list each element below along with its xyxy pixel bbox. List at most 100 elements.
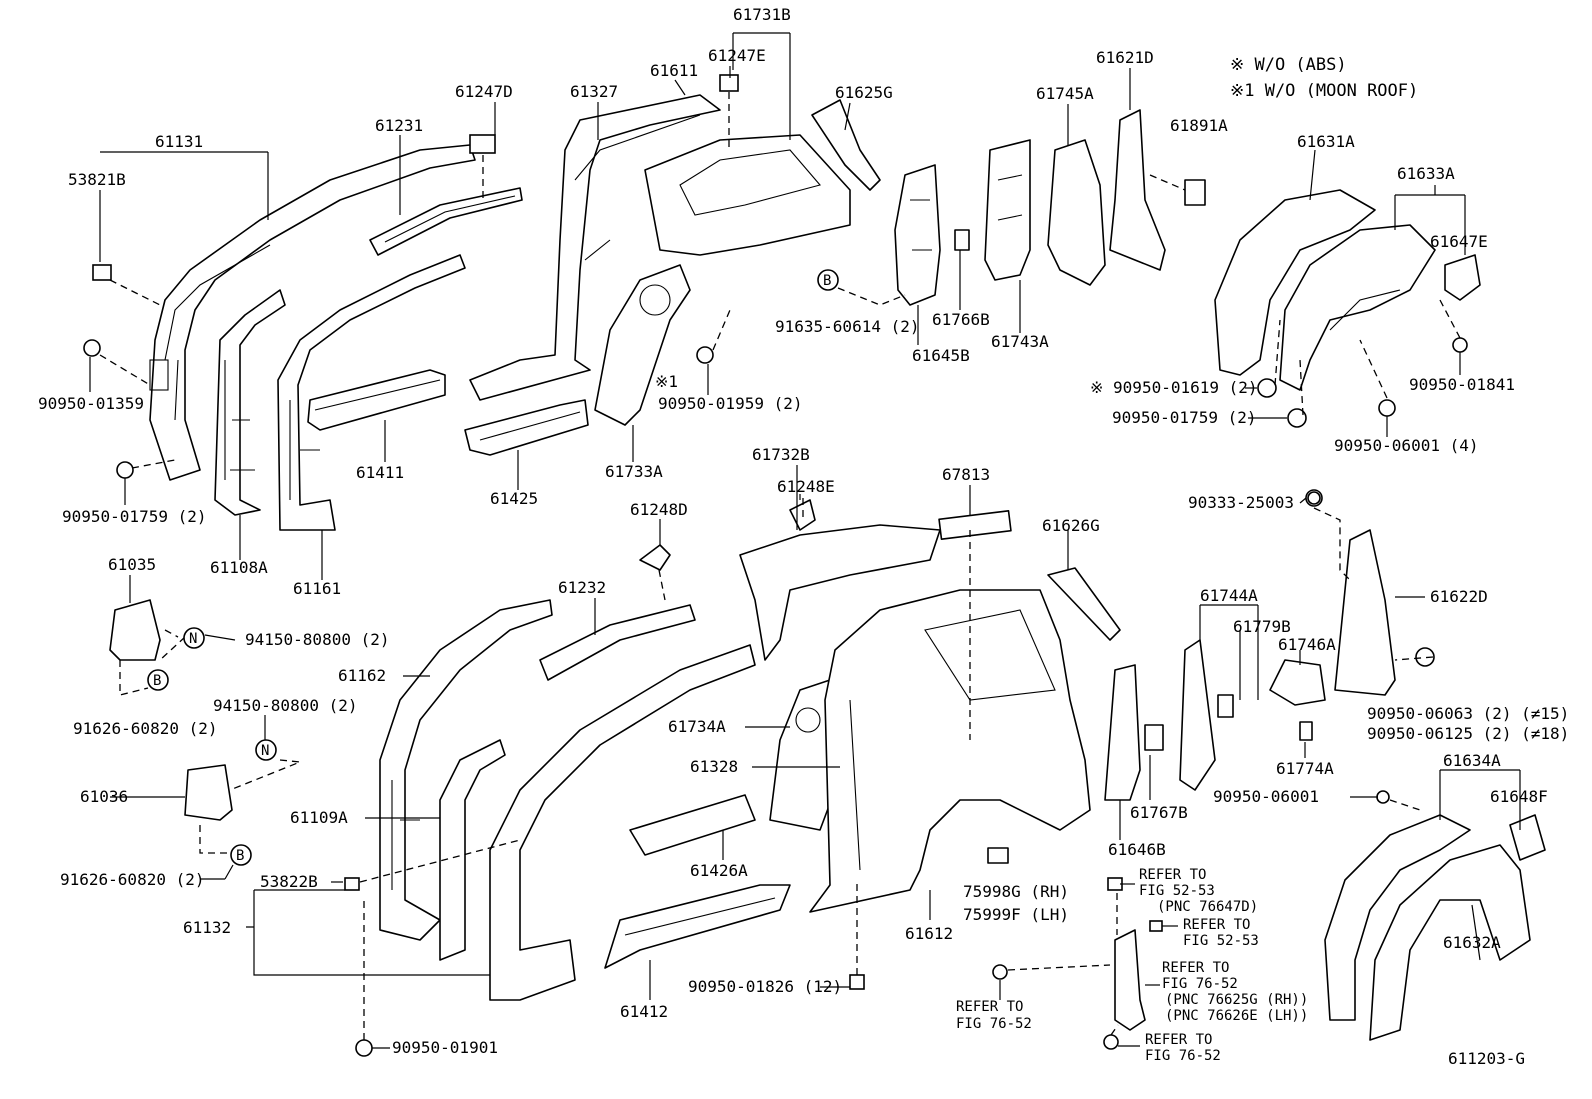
part-61891A-shape [1184, 179, 1206, 206]
part-61744A-shape [1179, 639, 1216, 791]
label-61426A: 61426A [690, 861, 748, 880]
part-61766B-shape [954, 229, 970, 251]
label-61746A: 61746A [1278, 635, 1336, 654]
label-61743A: 61743A [991, 332, 1049, 351]
refer-2-line-1: REFER TO [1183, 917, 1250, 933]
part-61746A-shape [1269, 659, 1326, 706]
note-wo-abs: ※ W/O (ABS) [1230, 55, 1347, 75]
part-61426A-shape [629, 794, 756, 856]
part-61425-shape [464, 399, 589, 456]
label-61626G: 61626G [1042, 516, 1100, 535]
part-61248D-shape [639, 544, 671, 571]
fasteners [83, 74, 1468, 1057]
part-61767B-shape [1144, 724, 1164, 751]
label-61745A: 61745A [1036, 84, 1094, 103]
label-90950-01759-a: 90950-01759 (2) [62, 507, 207, 526]
label-61645B: 61645B [912, 346, 970, 365]
label-61161: 61161 [293, 579, 341, 598]
part-61625G-shape [811, 99, 881, 191]
part-labels: 61731B 61247E 61611 61327 61247D 61625G … [38, 5, 1569, 1057]
part-61731B-shape [644, 134, 851, 256]
label-61611: 61611 [650, 61, 698, 80]
label-61622D: 61622D [1430, 587, 1488, 606]
label-94150-80800-b: 94150-80800 (2) [213, 696, 358, 715]
refer-1-line-3: (PNC 76647D) [1157, 899, 1258, 915]
part-61412-shape [604, 884, 791, 969]
part-61131-shape [149, 144, 476, 481]
label-90950-01841: 90950-01841 [1409, 375, 1515, 394]
part-75998G-shape [987, 847, 1009, 864]
label-61327: 61327 [570, 82, 618, 101]
label-91635-60614: 91635-60614 (2) [775, 317, 920, 336]
label-mark-1: ※1 [655, 372, 678, 391]
part-61232-shape [539, 604, 696, 681]
part-61231-shape [369, 187, 523, 256]
part-61036-shape [184, 764, 233, 821]
label-90950-01619: ※ 90950-01619 (2) [1090, 378, 1258, 397]
label-61744A: 61744A [1200, 586, 1258, 605]
label-90950-01959: 90950-01959 (2) [658, 394, 803, 413]
part-61633A-shape [1279, 224, 1436, 391]
label-90950-01901: 90950-01901 [392, 1038, 498, 1057]
label-61646B: 61646B [1108, 840, 1166, 859]
label-61625G: 61625G [835, 83, 893, 102]
part-61732B-shape [739, 524, 941, 661]
label-61733A: 61733A [605, 462, 663, 481]
part-61743A-shape [984, 139, 1031, 281]
label-53822B: 53822B [260, 872, 318, 891]
refer-2-line-2: FIG 52-53 [1183, 933, 1259, 949]
symbol-b-2: B [147, 669, 169, 691]
label-61412: 61412 [620, 1002, 668, 1021]
part-61621D-shape [1109, 109, 1166, 271]
refer-5-line-1: REFER TO [1145, 1032, 1212, 1048]
label-90333-25003: 90333-25003 [1188, 493, 1294, 512]
washer-90333-25003 [1307, 491, 1321, 505]
label-61631A: 61631A [1297, 132, 1355, 151]
label-90950-01759-b: 90950-01759 (2) [1112, 408, 1257, 427]
part-61161-shape [277, 254, 466, 531]
refer-4-line-1: REFER TO [956, 999, 1023, 1015]
label-61779B: 61779B [1233, 617, 1291, 636]
symbol-b-3: B [230, 844, 252, 866]
label-61766B: 61766B [932, 310, 990, 329]
leader-lines [89, 32, 1521, 1049]
svg-text:B: B [823, 273, 831, 289]
refer-3-line-3: (PNC 76625G (RH)) [1165, 992, 1308, 1008]
label-61248D: 61248D [630, 500, 688, 519]
label-61732B: 61732B [752, 445, 810, 464]
label-53821B: 53821B [68, 170, 126, 189]
part-61645B-shape [894, 164, 941, 306]
refer-notes: REFER TO FIG 52-53 (PNC 76647D) REFER TO… [956, 867, 1308, 1064]
label-61767B: 61767B [1130, 803, 1188, 822]
note-wo-moon-roof: ※1 W/O (MOON ROOF) [1230, 81, 1418, 101]
label-90950-06125: 90950-06125 (2) (≠18) [1367, 724, 1569, 743]
svg-text:N: N [261, 743, 269, 759]
part-61631A-shape [1214, 189, 1376, 376]
refer-4-line-2: FIG 76-52 [956, 1016, 1032, 1032]
label-61731B: 61731B [733, 5, 791, 24]
label-90950-06001-a: 90950-06001 (4) [1334, 436, 1479, 455]
label-91626-60820-a: 91626-60820 (2) [73, 719, 218, 738]
label-61035: 61035 [108, 555, 156, 574]
label-61425: 61425 [490, 489, 538, 508]
label-61247D: 61247D [455, 82, 513, 101]
part-61612-shape [809, 589, 1091, 913]
part-61035-shape [109, 599, 161, 661]
part-61745A-shape [1047, 139, 1106, 286]
part-61109A-shape [439, 739, 506, 961]
label-61647E: 61647E [1430, 232, 1488, 251]
label-61132: 61132 [183, 918, 231, 937]
part-61648F-shape [1509, 814, 1546, 861]
symbol-n-1: N [183, 627, 205, 649]
svg-text:N: N [189, 631, 197, 647]
label-61328: 61328 [690, 757, 738, 776]
part-61327-shape [469, 94, 721, 401]
svg-text:B: B [236, 848, 244, 864]
figure-code: 611203-G [1448, 1049, 1525, 1068]
label-61734A: 61734A [668, 717, 726, 736]
part-61162-shape [379, 599, 553, 941]
legend-notes: ※ W/O (ABS) ※1 W/O (MOON ROOF) [1230, 55, 1418, 101]
label-90950-01826: 90950-01826 (12) [688, 977, 842, 996]
label-67813: 67813 [942, 465, 990, 484]
label-61632A: 61632A [1443, 933, 1501, 952]
